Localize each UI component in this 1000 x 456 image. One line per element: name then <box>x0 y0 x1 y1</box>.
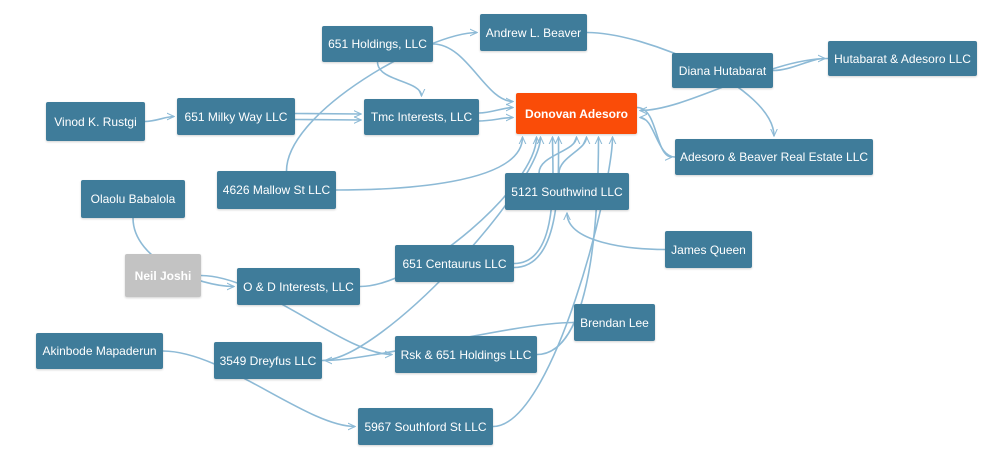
node-centaurus[interactable]: 651 Centaurus LLC <box>395 245 514 282</box>
edge-vinod-to-milky <box>144 117 174 123</box>
edge-mallow-to-donovan <box>335 137 523 191</box>
node-mallow[interactable]: 4626 Mallow St LLC <box>217 171 336 209</box>
edge-southwind-to-donovan <box>538 137 577 174</box>
node-adesorobeaver[interactable]: Adesoro & Beaver Real Estate LLC <box>675 139 873 175</box>
node-dreyfus[interactable]: 3549 Dreyfus LLC <box>214 342 322 379</box>
edge-h651-to-tmc <box>376 61 422 96</box>
edge-tmc-to-donovan <box>478 108 513 114</box>
node-olaolu[interactable]: Olaolu Babalola <box>81 180 185 218</box>
node-vinod[interactable]: Vinod K. Rustgi <box>46 102 145 141</box>
node-southwind[interactable]: 5121 Southwind LLC <box>505 173 629 210</box>
node-neil[interactable]: Neil Joshi <box>125 254 201 297</box>
edge-diana-to-hutabarat <box>772 59 825 72</box>
node-donovan[interactable]: Donovan Adesoro <box>516 93 637 134</box>
edge-southwind-to-donovan <box>558 137 587 174</box>
edge-h651-to-donovan <box>432 43 513 102</box>
node-tmc[interactable]: Tmc Interests, LLC <box>364 99 479 135</box>
node-james[interactable]: James Queen <box>665 231 752 268</box>
edge-james-to-southwind <box>567 213 666 251</box>
node-rsk[interactable]: Rsk & 651 Holdings LLC <box>395 336 537 373</box>
node-andrew[interactable]: Andrew L. Beaver <box>480 14 587 51</box>
node-southford[interactable]: 5967 Southford St LLC <box>358 408 493 445</box>
edge-mallow-to-andrew <box>285 33 478 172</box>
edge-donovan-to-adesorobeaver <box>636 106 672 158</box>
node-hutabarat[interactable]: Hutabarat & Adesoro LLC <box>828 41 977 76</box>
edge-tmc-to-donovan <box>478 118 513 122</box>
edge-milky-to-tmc <box>294 120 361 121</box>
edge-southford-to-donovan <box>492 137 613 428</box>
edge-neil-to-rsk <box>200 274 392 355</box>
node-od[interactable]: O & D Interests, LLC <box>237 268 360 305</box>
node-milky[interactable]: 651 Milky Way LLC <box>177 98 295 135</box>
edge-akinbode-to-southford <box>162 350 355 427</box>
node-brendan[interactable]: Brendan Lee <box>574 304 655 341</box>
node-diana[interactable]: Diana Hutabarat <box>672 53 773 88</box>
node-akinbode[interactable]: Akinbode Mapaderun <box>36 333 163 369</box>
node-h651[interactable]: 651 Holdings, LLC <box>322 26 433 62</box>
edge-milky-to-tmc <box>294 114 361 115</box>
edge-od-to-donovan <box>359 137 537 288</box>
edge-centaurus-to-donovan <box>513 137 553 265</box>
